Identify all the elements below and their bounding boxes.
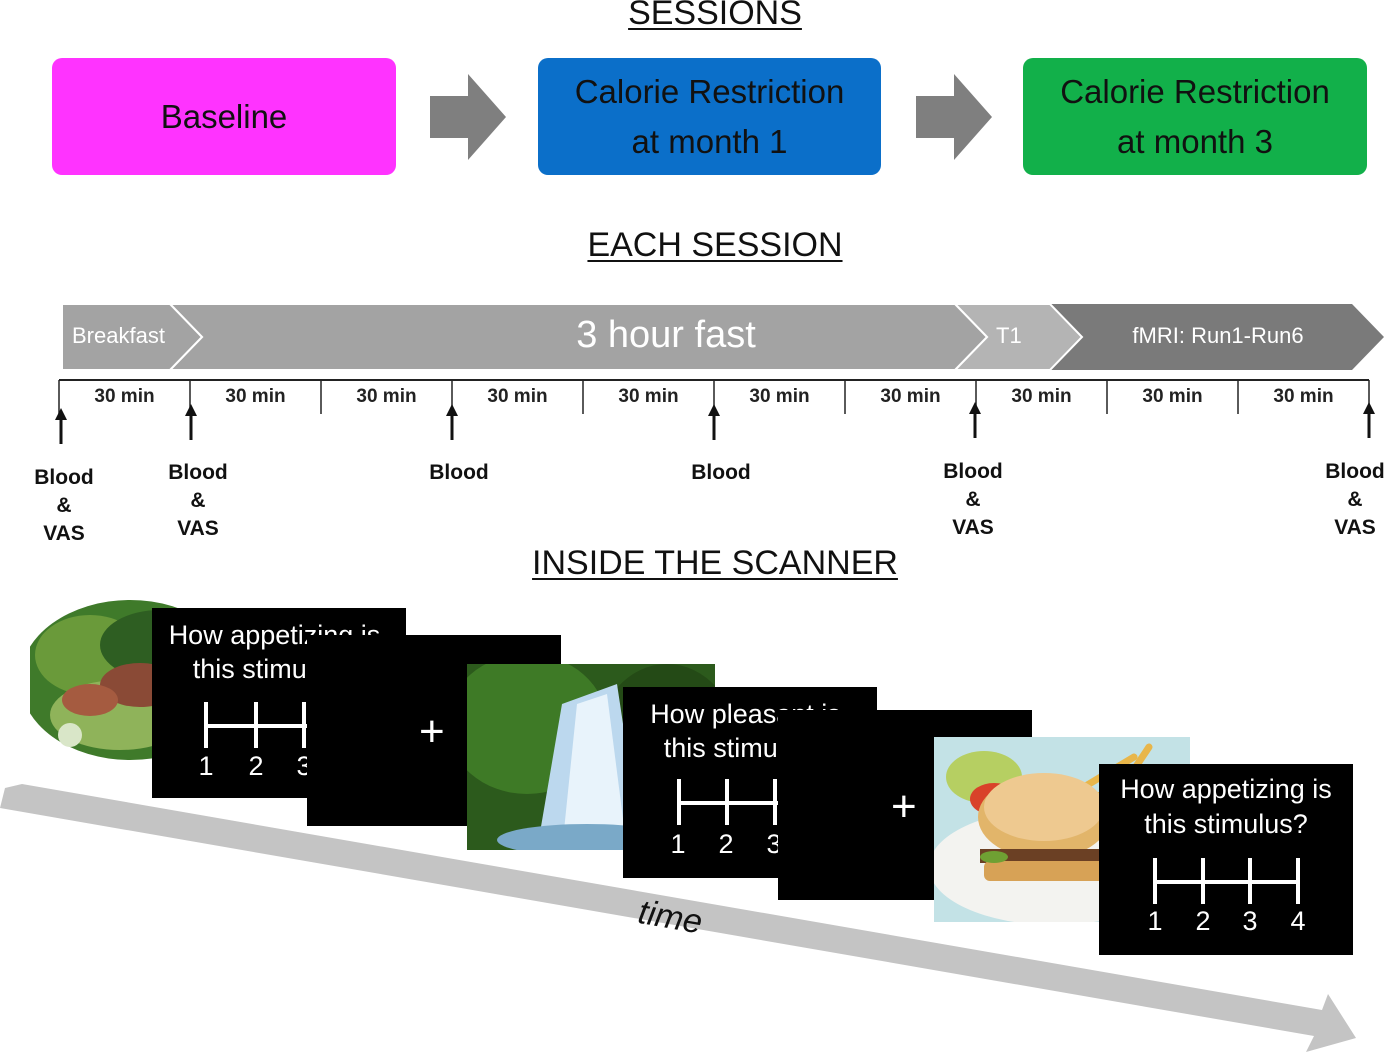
- phase-fmri-label: fMRI: Run1-Run6: [1132, 323, 1304, 348]
- session-baseline: Baseline: [52, 58, 396, 175]
- scanner-heading: INSIDE THE SCANNER: [532, 544, 898, 582]
- arrow-right-icon: [916, 74, 992, 160]
- scale-number: 2: [718, 829, 734, 859]
- interval-label: 30 min: [487, 386, 548, 407]
- session-month-1-line1: Calorie Restriction: [574, 72, 845, 110]
- rating-question-line2: this stimulus?: [1144, 809, 1308, 839]
- event-label: Blood & VAS: [168, 461, 228, 540]
- session-phase-bar: [61, 303, 1384, 371]
- interval-label: 30 min: [749, 386, 810, 407]
- arrow-right-icon: [430, 74, 506, 160]
- scale-number: 3: [766, 829, 782, 859]
- interval-label: 30 min: [880, 386, 941, 407]
- phase-fast-label: 3 hour fast: [576, 314, 756, 356]
- session-baseline-label: Baseline: [160, 97, 288, 135]
- session-month-3-line1: Calorie Restriction: [1060, 72, 1330, 110]
- scale-number: 1: [1147, 906, 1163, 936]
- interval-label: 30 min: [1273, 386, 1334, 407]
- phase-breakfast-label: Breakfast: [72, 323, 165, 348]
- interval-label: 30 min: [1011, 386, 1072, 407]
- scale-number: 2: [1195, 906, 1211, 936]
- phase-t1-label: T1: [996, 323, 1022, 348]
- scale-number: 4: [1290, 906, 1306, 936]
- scale-number: 1: [198, 751, 214, 781]
- scale-number: 1: [670, 829, 686, 859]
- event-label: Blood: [691, 461, 751, 484]
- scale-number: 2: [248, 751, 264, 781]
- interval-label: 30 min: [618, 386, 679, 407]
- session-month-3: Calorie Restriction at month 3: [1023, 58, 1367, 175]
- each-session-heading: EACH SESSION: [587, 226, 843, 264]
- session-month-1-line2: at month 1: [631, 122, 788, 160]
- sessions-heading: SESSIONS: [628, 0, 802, 32]
- interval-label: 30 min: [225, 386, 286, 407]
- interval-label: 30 min: [94, 386, 155, 407]
- time-arrow: [0, 784, 1356, 1052]
- rating-question-line1: How appetizing is: [1120, 774, 1332, 804]
- fixation-cross: +: [419, 707, 445, 756]
- session-month-1: Calorie Restriction at month 1: [538, 58, 881, 175]
- fixation-cross: +: [891, 782, 917, 831]
- phase-breakfast-shape: [61, 303, 204, 371]
- event-label: Blood & VAS: [34, 466, 94, 545]
- scale-number: 3: [1242, 906, 1258, 936]
- sample-arrows: [55, 402, 1375, 444]
- event-label: Blood & VAS: [1325, 460, 1385, 539]
- event-label: Blood & VAS: [943, 460, 1003, 539]
- interval-label: 30 min: [1142, 386, 1203, 407]
- rating-scale: [1153, 858, 1300, 904]
- phase-fmri-shape: [1030, 304, 1384, 370]
- interval-label: 30 min: [356, 386, 417, 407]
- session-month-3-line2: at month 3: [1117, 122, 1273, 160]
- event-label: Blood: [429, 461, 489, 484]
- rating-screen: How appetizing is this stimulus? 1 2 3 4: [1099, 764, 1353, 955]
